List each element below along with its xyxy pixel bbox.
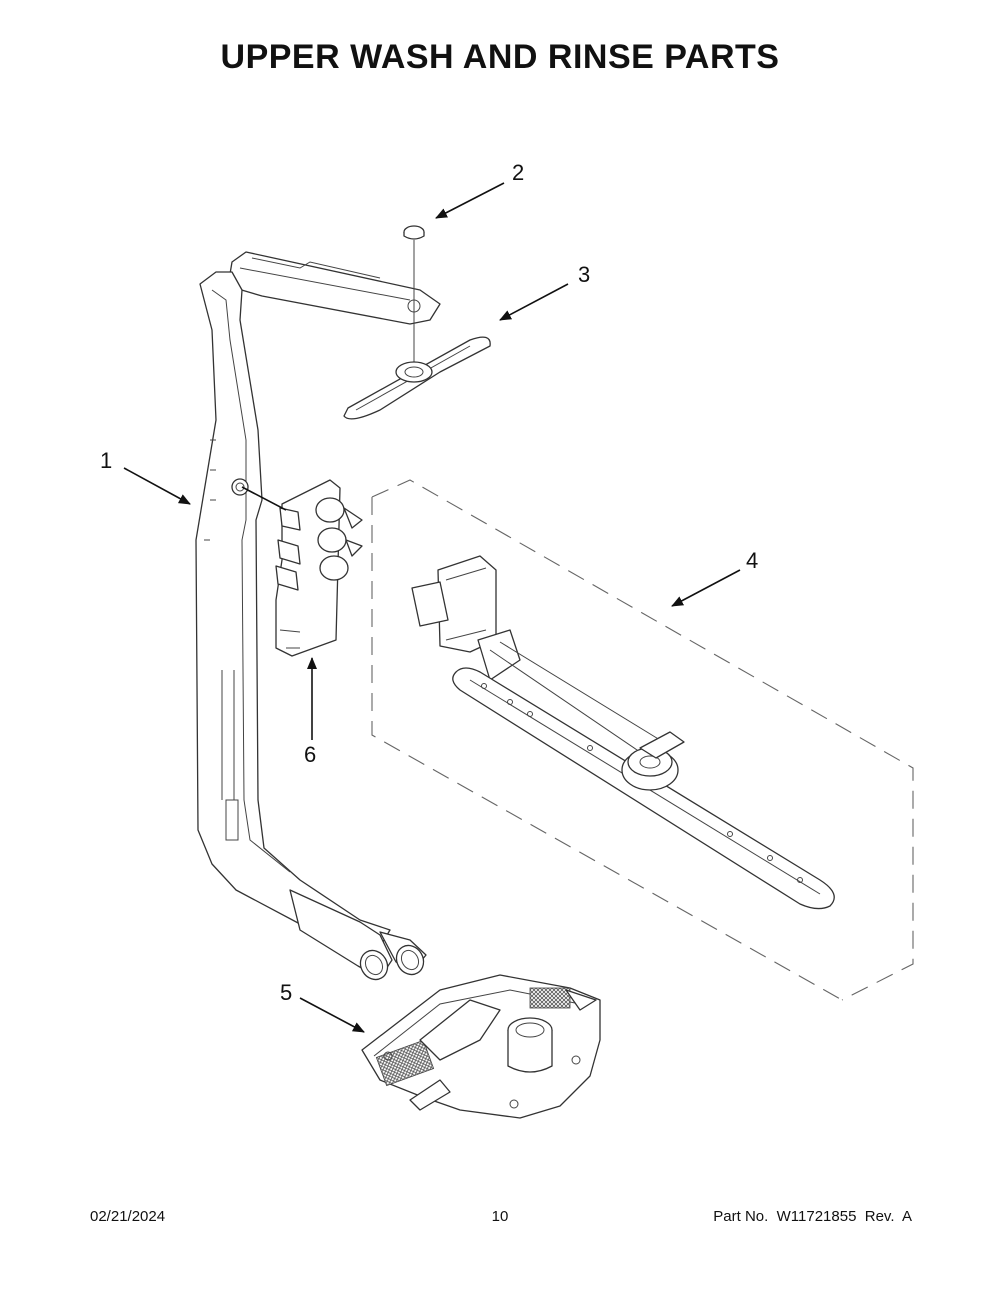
callout-2: 2 — [512, 160, 524, 185]
page-title: UPPER WASH AND RINSE PARTS — [220, 38, 780, 76]
part-5-manifold-base[interactable] — [361, 974, 601, 1119]
part-1-supply-tube[interactable] — [195, 251, 441, 984]
footer-part-number: Part No. W11721855 Rev. A — [713, 1208, 912, 1225]
callout-4: 4 — [746, 548, 758, 573]
part-2-cap[interactable] — [403, 225, 425, 368]
callout-3: 3 — [578, 262, 590, 287]
callout-arrows — [123, 182, 741, 1033]
callout-1: 1 — [100, 448, 112, 473]
part-6-valve-assembly[interactable] — [241, 479, 363, 657]
footer-page-number: 10 — [491, 1208, 509, 1225]
callout-6: 6 — [304, 742, 316, 767]
callout-5: 5 — [280, 980, 292, 1005]
assembly-dashed-outline — [371, 479, 914, 1001]
part-3-upper-spray-arm[interactable] — [343, 336, 491, 420]
footer-date: 02/21/2024 — [90, 1208, 166, 1225]
part-4-spray-arm-assembly[interactable] — [411, 555, 835, 910]
